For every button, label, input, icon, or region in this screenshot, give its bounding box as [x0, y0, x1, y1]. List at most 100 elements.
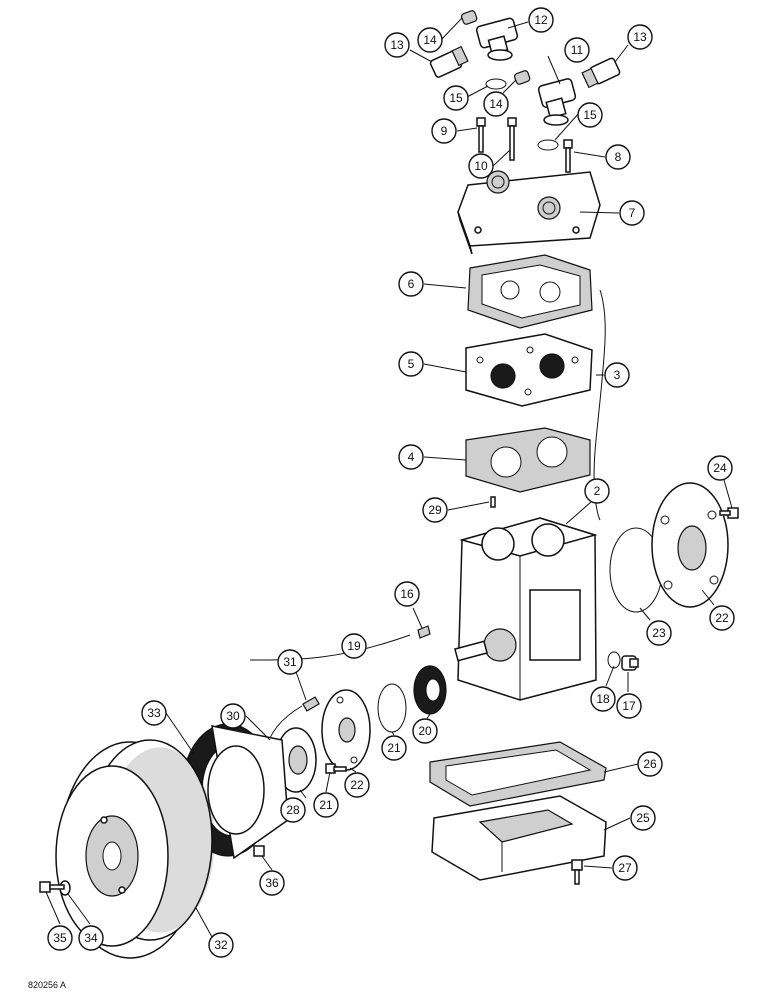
part-oring-15b	[537, 139, 559, 151]
svg-text:13: 13	[633, 30, 647, 44]
svg-text:2: 2	[594, 484, 601, 498]
part-oring-15a	[485, 78, 507, 90]
part-shaft-seal-20	[413, 665, 447, 715]
callout-13a: 13	[384, 32, 410, 58]
part-end-plate-24	[651, 482, 729, 608]
svg-text:15: 15	[449, 91, 463, 105]
callout-11: 12	[528, 7, 554, 33]
callout-28: 26	[637, 751, 663, 777]
part-plug-17	[621, 655, 639, 671]
callout-38: 36	[259, 870, 285, 896]
callout-12: 11	[564, 37, 590, 63]
part-key-16	[417, 625, 431, 639]
svg-text:7: 7	[629, 206, 636, 220]
svg-text:23: 23	[652, 626, 666, 640]
callout-21: 21	[381, 735, 407, 761]
callout-30: 28	[280, 797, 306, 823]
part-oring-21	[377, 683, 407, 733]
callout-33: 31	[277, 649, 303, 675]
callout-19: 19	[341, 633, 367, 659]
svg-text:35: 35	[53, 931, 67, 945]
part-cap-14b	[513, 70, 531, 85]
part-cylinder-head-7	[457, 170, 601, 255]
part-bolt-10	[507, 117, 517, 161]
svg-text:32: 32	[214, 938, 228, 952]
part-bolt-9	[476, 117, 486, 153]
part-seal-plate-22	[321, 689, 371, 771]
svg-text:36: 36	[265, 876, 279, 890]
callout-27: 25	[630, 805, 656, 831]
svg-text:19: 19	[347, 639, 361, 653]
svg-text:22: 22	[715, 611, 729, 625]
part-bolt-8	[563, 139, 573, 173]
leader-lines	[45, 17, 733, 938]
svg-text:27: 27	[618, 861, 632, 875]
part-service-valve-12	[537, 78, 577, 126]
callout-2: 2	[584, 478, 610, 504]
callout-34: 32	[208, 932, 234, 958]
part-gasket-6	[467, 254, 593, 329]
callout-8: 8	[605, 144, 631, 170]
part-connector-33	[302, 696, 320, 712]
part-bolt-26	[719, 507, 739, 519]
part-oring-18	[607, 651, 621, 669]
svg-text:14: 14	[423, 33, 437, 47]
svg-text:6: 6	[408, 277, 415, 291]
callout-15a: 15	[443, 85, 469, 111]
callout-24: 22	[709, 605, 735, 631]
svg-text:21: 21	[319, 798, 333, 812]
svg-text:5: 5	[408, 357, 415, 371]
part-bolt-23	[325, 763, 347, 774]
svg-text:11: 11	[571, 43, 584, 57]
svg-text:34: 34	[84, 931, 98, 945]
svg-text:30: 30	[226, 709, 240, 723]
part-bolt-38	[253, 845, 265, 857]
callout-25: 23	[646, 620, 672, 646]
callout-17: 17	[616, 693, 642, 719]
part-fitting-13b	[581, 57, 621, 89]
callout-9: 9	[431, 118, 457, 144]
callout-23: 21	[313, 792, 339, 818]
drawing-reference-code: 820256 A	[28, 980, 67, 990]
svg-text:25: 25	[636, 811, 650, 825]
callout-29: 27	[612, 855, 638, 881]
svg-text:8: 8	[615, 150, 622, 164]
svg-text:20: 20	[418, 724, 432, 738]
svg-text:4: 4	[408, 450, 415, 464]
part-gasket-28	[429, 741, 607, 807]
callout-20: 20	[412, 718, 438, 744]
svg-text:16: 16	[400, 587, 414, 601]
callout-10: 10	[468, 153, 494, 179]
part-pulley-34	[55, 739, 215, 959]
svg-text:21: 21	[387, 741, 401, 755]
svg-text:18: 18	[596, 692, 610, 706]
part-valve-plate-5	[465, 333, 593, 407]
callout-32: 30	[220, 703, 246, 729]
callout-3: 3	[604, 362, 630, 388]
part-bolt-29	[571, 859, 583, 885]
svg-text:33: 33	[147, 706, 161, 720]
callout-14a: 14	[417, 27, 443, 53]
svg-text:14: 14	[489, 97, 503, 111]
callout-26: 24	[707, 455, 733, 481]
part-bolt-37	[39, 881, 65, 893]
part-cap-14a	[460, 10, 478, 25]
svg-text:17: 17	[622, 699, 636, 713]
part-compressor-body-2	[454, 517, 598, 701]
svg-text:22: 22	[350, 778, 364, 792]
callout-35: 33	[141, 700, 167, 726]
svg-text:12: 12	[534, 13, 548, 27]
svg-text:10: 10	[474, 159, 488, 173]
svg-text:31: 31	[283, 655, 297, 669]
svg-text:15: 15	[583, 108, 597, 122]
callout-5: 5	[398, 351, 424, 377]
svg-text:24: 24	[713, 461, 727, 475]
svg-text:13: 13	[390, 38, 404, 52]
callout-4: 4	[398, 444, 424, 470]
part-dowel-31	[490, 496, 496, 508]
part-fitting-13a	[429, 45, 469, 78]
callout-16: 16	[394, 581, 420, 607]
callout-13b: 13	[627, 24, 653, 50]
